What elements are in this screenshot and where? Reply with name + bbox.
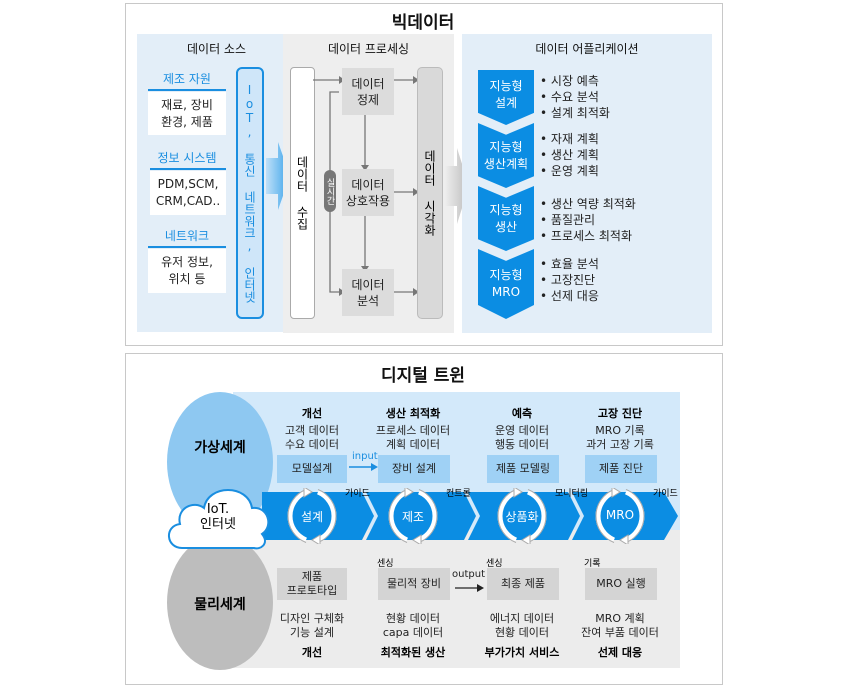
stage-physical-title: 선제 대응 — [597, 646, 643, 659]
physical-world-ellipse — [167, 535, 273, 670]
stage-virtual-title: 개선 — [301, 407, 323, 420]
iot-channel-label: IoT, 통신 네트워크, 인터넷 — [242, 83, 257, 303]
stage-up-label: 가이드 — [345, 489, 370, 499]
step-analysis: 데이터 분석 — [342, 269, 394, 316]
cloud-icon — [168, 489, 270, 550]
source-content: PDM,SCM, CRM,CAD.. — [150, 171, 226, 215]
app-chevron: 지능형 설계 — [478, 70, 534, 125]
stage-virtual-box: 제품 진단 — [585, 455, 657, 483]
cycle-arrows-icon — [287, 488, 337, 544]
source-label: 네트워크 — [164, 229, 210, 243]
stage-physical-title: 개선 — [301, 646, 323, 659]
stage-name: 제조 — [401, 510, 425, 524]
source-label: 정보 시스템 — [157, 151, 217, 165]
big-data-title: 빅데이터 — [391, 13, 455, 33]
process-flow-arrows — [313, 76, 419, 296]
stage-physical-box: 물리적 장비 — [378, 568, 450, 600]
stage-virtual-title: 생산 최적화 — [385, 407, 441, 420]
stage-down-label: 센싱 — [377, 559, 394, 569]
stage-virtual-box: 모델설계 — [277, 455, 347, 483]
divider — [150, 168, 226, 170]
output-arrow-icon — [455, 584, 484, 592]
data-applications-header: 데이터 어플리케이션 — [535, 42, 639, 56]
stage-virtual-box: 제품 모델링 — [487, 455, 559, 483]
stage-down-label: 센싱 — [486, 559, 503, 569]
cycle-arrows-icon — [388, 488, 438, 544]
divider — [148, 89, 226, 91]
stage-virtual-title: 예측 — [511, 407, 533, 420]
source-content: 유저 정보, 위치 등 — [148, 249, 226, 293]
data-visualization-column: 데이터 시각화 — [417, 67, 443, 319]
stage-virtual-data: 프로세스 데이터 계획 데이터 — [375, 424, 451, 451]
data-collection-label: 데이터 수집 — [295, 156, 309, 230]
stage-virtual-title: 고장 진단 — [597, 407, 643, 420]
data-visualization-label: 데이터 시각화 — [422, 150, 437, 236]
stage-physical-box: 최종 제품 — [487, 568, 559, 600]
physical-world-label: 물리세계 — [194, 597, 246, 613]
data-sources-header: 데이터 소스 — [186, 42, 246, 56]
app-bullets: • 시장 예측• 수요 분석• 설계 최적화 — [540, 74, 610, 120]
stage-name: MRO — [605, 508, 635, 522]
stage-physical-data: 디자인 구체화 기능 설계 — [279, 612, 345, 639]
app-bullets: • 효율 분석• 고장진단• 선제 대응 — [540, 257, 599, 303]
stage-physical-data: MRO 계획 잔여 부품 데이터 — [581, 612, 659, 639]
stage-physical-data: 에너지 데이터 현황 데이터 — [489, 612, 555, 639]
stage-name: 설계 — [300, 510, 324, 524]
cycle-arrows-icon — [497, 488, 547, 544]
stage-virtual-data: 고객 데이터 수요 데이터 — [284, 424, 340, 451]
stage-up-label: 컨트롤 — [446, 489, 471, 499]
cycle-arrows-icon — [595, 488, 645, 544]
app-bullets: • 자재 계획• 생산 계획• 운영 계획 — [540, 132, 599, 178]
stage-virtual-box: 장비 설계 — [378, 455, 450, 483]
stage-up-label: 가이드 — [653, 489, 678, 499]
stage-physical-data: 현황 데이터 capa 데이터 — [382, 612, 444, 639]
stage-up-label: 모니터링 — [555, 489, 589, 499]
output-label: output — [452, 569, 485, 580]
stage-physical-box: MRO 실행 — [585, 568, 657, 600]
data-processing-header: 데이터 프로세싱 — [327, 42, 410, 56]
data-collection-column: 데이터 수집 — [290, 67, 315, 319]
input-arrow-icon — [349, 463, 378, 471]
stage-physical-box: 제품 프로토타입 — [277, 568, 347, 600]
stage-virtual-data: MRO 기록 과거 고장 기록 — [586, 424, 654, 451]
stage-physical-title: 부가가치 서비스 — [484, 646, 560, 659]
step-cleansing: 데이터 정제 — [342, 68, 394, 115]
cloud-label: IoT. 인터넷 — [200, 502, 236, 532]
stage-physical-title: 최적화된 생산 — [380, 646, 446, 659]
input-label: input — [352, 451, 378, 462]
step-interaction: 데이터 상호작용 — [342, 169, 394, 216]
digital-twin-title: 디지털 트윈 — [380, 366, 466, 386]
divider — [148, 246, 226, 248]
stage-down-label: 기록 — [584, 559, 601, 569]
stage-name: 상품화 — [505, 510, 539, 524]
virtual-world-label: 가상세계 — [194, 440, 246, 456]
stage-virtual-data: 운영 데이터 행동 데이터 — [494, 424, 550, 451]
source-content: 재료, 장비 환경, 제품 — [148, 92, 226, 135]
app-bullets: • 생산 역량 최적화• 품질관리• 프로세스 최적화 — [540, 197, 636, 243]
iot-channel-bar: IoT, 통신 네트워크, 인터넷 — [236, 67, 264, 319]
source-label: 제조 자원 — [163, 72, 211, 86]
realtime-badge: 실시간 — [324, 170, 336, 212]
